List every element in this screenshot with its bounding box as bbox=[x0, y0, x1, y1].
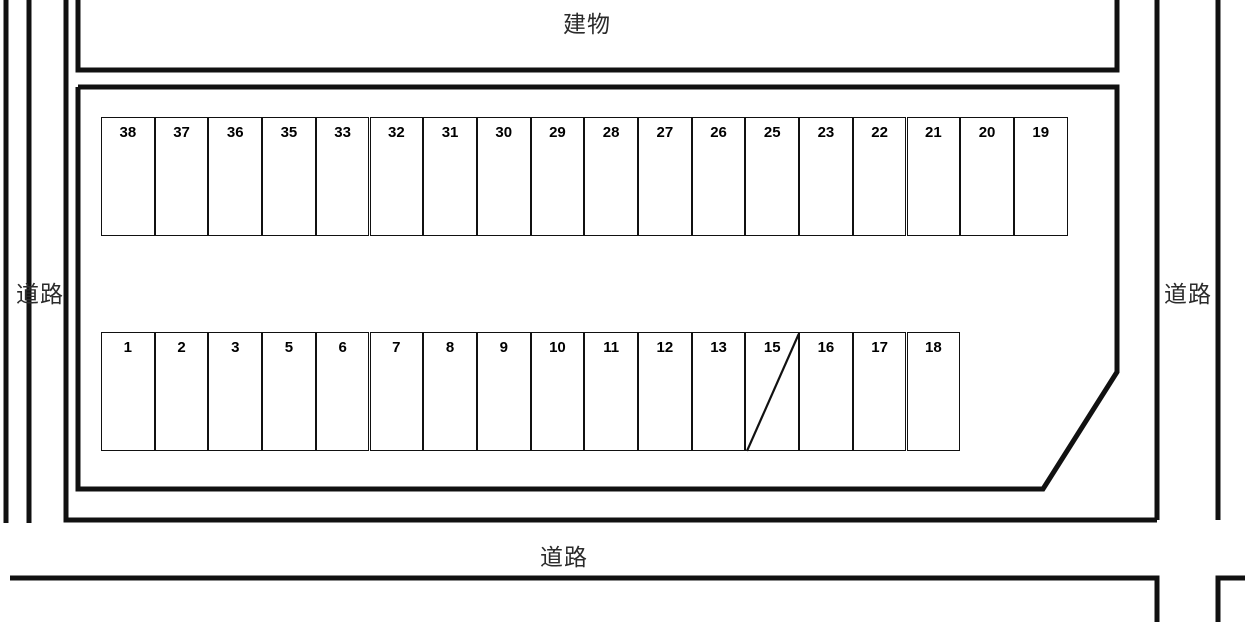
parking-stall[interactable]: 11 bbox=[584, 332, 638, 451]
parking-stall-number: 32 bbox=[388, 124, 405, 141]
parking-stall-number: 21 bbox=[925, 124, 942, 141]
parking-stall-number: 25 bbox=[763, 124, 781, 141]
parking-stall[interactable]: 16 bbox=[799, 332, 853, 451]
parking-stall-number: 38 bbox=[119, 124, 137, 141]
parking-stall-number: 36 bbox=[226, 124, 244, 141]
parking-stall-number: 5 bbox=[284, 339, 294, 356]
parking-stall[interactable]: 2 bbox=[154, 332, 209, 451]
parking-stall-number: 13 bbox=[710, 339, 727, 356]
parking-stall-number: 37 bbox=[173, 124, 190, 141]
parking-stall[interactable]: 9 bbox=[476, 332, 531, 451]
parking-stall-number: 6 bbox=[338, 339, 347, 356]
parking-stall[interactable]: 1 bbox=[101, 332, 155, 451]
parking-stall-number: 3 bbox=[231, 339, 240, 356]
parking-stall[interactable]: 30 bbox=[476, 117, 531, 236]
parking-stall-number: 11 bbox=[603, 339, 620, 356]
road-label-bottom: 道路 bbox=[540, 544, 588, 570]
parking-stall-number: 20 bbox=[978, 124, 996, 141]
parking-stall-number: 23 bbox=[817, 124, 835, 141]
parking-stall-number: 27 bbox=[656, 124, 674, 141]
lower-parcel-outline-right bbox=[1215, 575, 1245, 622]
parking-stall-number: 1 bbox=[123, 339, 133, 356]
parking-stall[interactable]: 20 bbox=[960, 117, 1014, 236]
parking-stall-number: 26 bbox=[710, 124, 727, 141]
parking-stall[interactable]: 26 bbox=[691, 117, 746, 236]
parking-stall[interactable]: 17 bbox=[852, 332, 907, 451]
parking-stall[interactable]: 7 bbox=[369, 332, 424, 451]
parking-stall[interactable]: 10 bbox=[530, 332, 585, 451]
parking-stall[interactable]: 27 bbox=[638, 117, 692, 236]
parking-stall-number: 12 bbox=[656, 339, 674, 356]
road-label-left: 道路 bbox=[16, 281, 64, 307]
parking-stall[interactable]: 37 bbox=[154, 117, 209, 236]
parking-stall-number: 17 bbox=[871, 339, 888, 356]
parking-stall-number: 35 bbox=[280, 124, 298, 141]
parking-stall-number: 29 bbox=[549, 124, 566, 141]
site-outer-boundary bbox=[63, 0, 1157, 523]
parking-stall-number: 7 bbox=[392, 339, 401, 356]
stall-diagonal-marking bbox=[746, 333, 801, 452]
parking-stall[interactable]: 28 bbox=[584, 117, 638, 236]
parking-stall[interactable]: 5 bbox=[262, 332, 316, 451]
parking-stall-number: 33 bbox=[334, 124, 351, 141]
parking-stall-number: 8 bbox=[445, 339, 455, 356]
parking-stall[interactable]: 13 bbox=[691, 332, 746, 451]
lower-parcel-outline-left bbox=[10, 575, 1160, 622]
parking-stall-number: 10 bbox=[549, 339, 566, 356]
parking-stall-number: 30 bbox=[495, 124, 513, 141]
parking-stall-number: 31 bbox=[441, 124, 459, 141]
parking-stall-number: 18 bbox=[925, 339, 942, 356]
parking-stall[interactable]: 32 bbox=[369, 117, 424, 236]
parking-stall[interactable]: 31 bbox=[423, 117, 477, 236]
parking-stall[interactable]: 33 bbox=[315, 117, 370, 236]
parking-stall[interactable]: 35 bbox=[262, 117, 316, 236]
parking-stall-number: 2 bbox=[177, 339, 186, 356]
parking-stall-number: 16 bbox=[817, 339, 835, 356]
parking-stall-number: 15 bbox=[763, 339, 781, 356]
parking-lot-boundary bbox=[75, 84, 1120, 492]
parking-stall[interactable]: 21 bbox=[906, 117, 961, 236]
parking-stall[interactable]: 6 bbox=[315, 332, 370, 451]
parking-stall[interactable]: 12 bbox=[638, 332, 692, 451]
parking-stall-number: 28 bbox=[602, 124, 620, 141]
parking-stall[interactable]: 38 bbox=[101, 117, 155, 236]
road-label-right: 道路 bbox=[1164, 281, 1212, 307]
parking-stall[interactable]: 36 bbox=[208, 117, 263, 236]
parking-stall[interactable]: 15 bbox=[745, 332, 801, 452]
parking-stall[interactable]: 18 bbox=[906, 332, 961, 451]
parking-stall[interactable]: 29 bbox=[530, 117, 585, 236]
building-outline bbox=[75, 0, 1120, 73]
parking-stall[interactable]: 3 bbox=[208, 332, 263, 451]
parking-stall-number: 22 bbox=[871, 124, 888, 141]
parking-stall[interactable]: 19 bbox=[1013, 117, 1068, 236]
parking-stall[interactable]: 25 bbox=[745, 117, 800, 236]
parking-stall[interactable]: 23 bbox=[799, 117, 853, 236]
parking-stall[interactable]: 22 bbox=[852, 117, 907, 236]
parking-stall-number: 19 bbox=[1032, 124, 1050, 141]
parking-stall[interactable]: 8 bbox=[423, 332, 477, 451]
building-label: 建物 bbox=[563, 11, 611, 37]
parking-stall-number: 9 bbox=[499, 339, 508, 356]
